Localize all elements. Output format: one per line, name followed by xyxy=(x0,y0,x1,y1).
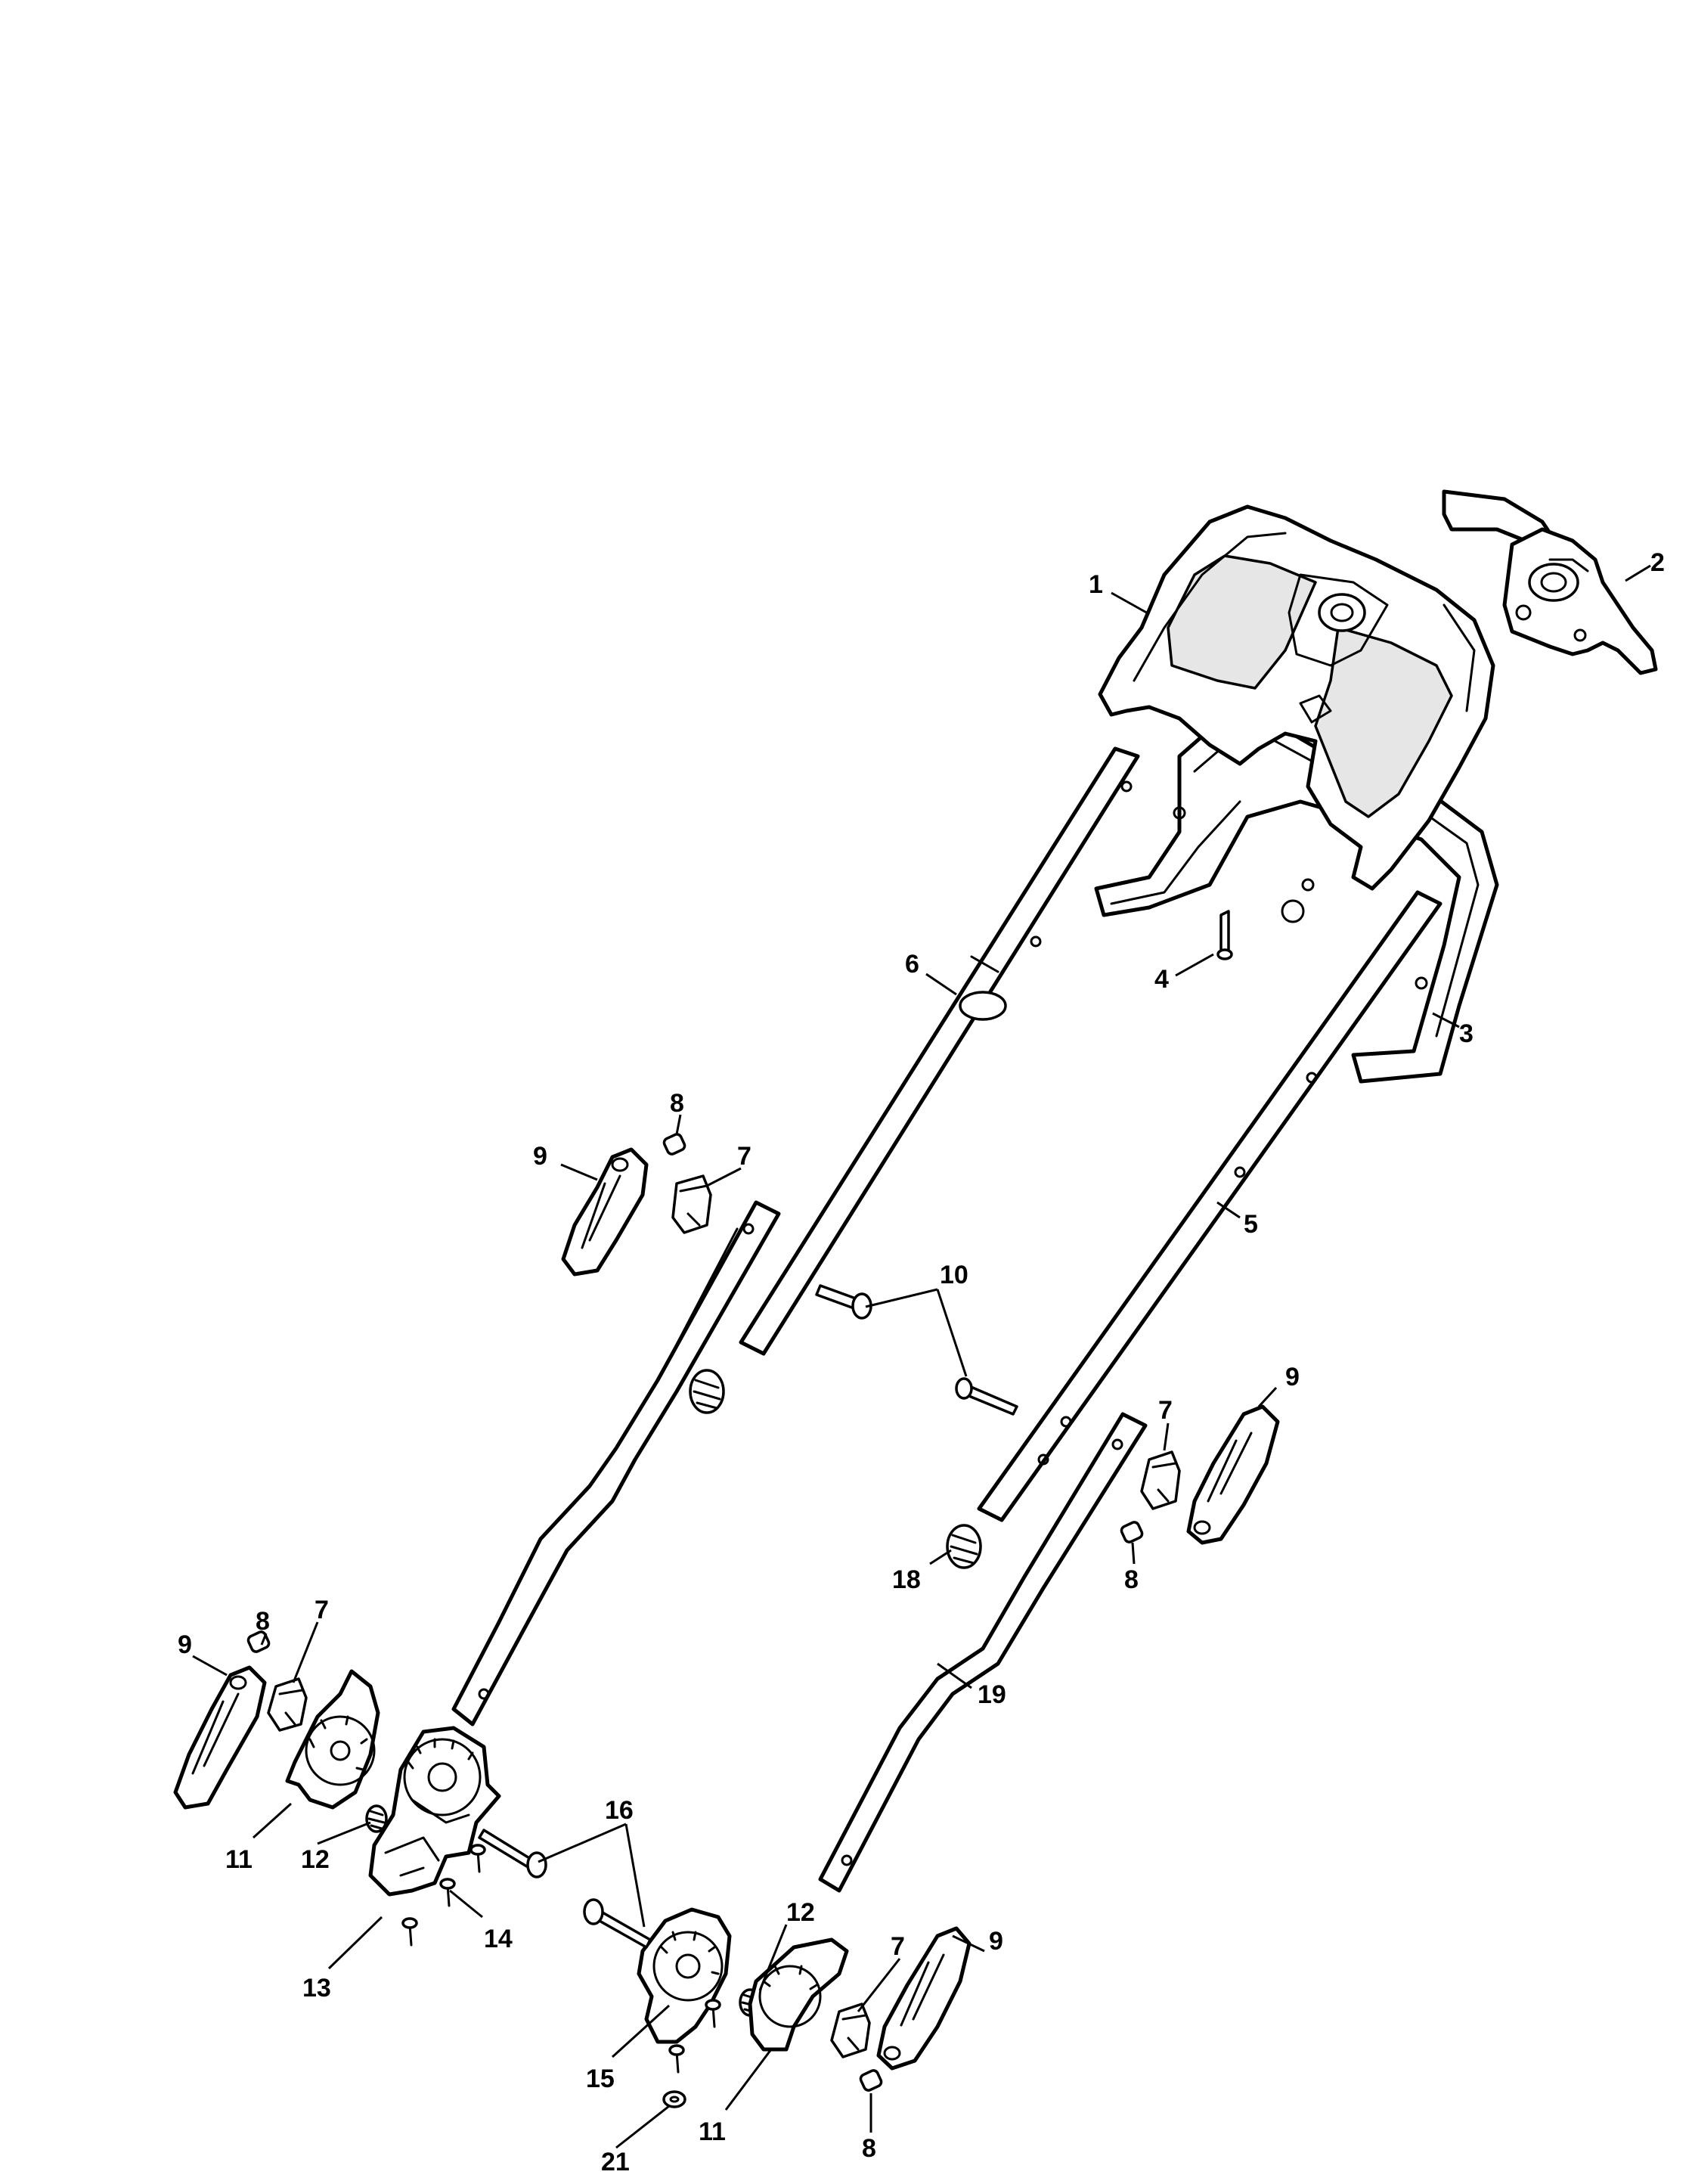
bolts-part-10 xyxy=(815,1284,1018,1416)
upper-tube-left-part-6 xyxy=(739,746,1140,1356)
height-adjuster-housing-part-15 xyxy=(637,1907,732,2044)
height-adjuster-housing-part-13 xyxy=(368,1726,501,1897)
callout-7-upper-left: 7 xyxy=(737,1142,751,1171)
clamp-lever-part-9-lower-right xyxy=(876,1926,972,2071)
callout-9-lower-right: 9 xyxy=(989,1927,1003,1956)
clamp-lever-part-9-upper-left xyxy=(561,1147,649,1277)
callout-8-right: 8 xyxy=(1124,1565,1139,1594)
screw-part-14-b xyxy=(439,1878,456,1907)
nut-part-8-right xyxy=(1120,1521,1144,1543)
lower-tube-left xyxy=(451,1200,781,1726)
gear-cover-part-11-left xyxy=(285,1669,380,1810)
gear-cover-part-11-right xyxy=(748,1937,849,2052)
callout-15: 15 xyxy=(586,2065,615,2093)
screw-part-4 xyxy=(1216,910,1233,960)
screw-part-14-c xyxy=(401,1917,418,1947)
callout-12-left: 12 xyxy=(301,1845,330,1874)
callout-19: 19 xyxy=(978,1680,1006,1709)
callout-6: 6 xyxy=(905,950,919,979)
callout-11-left: 11 xyxy=(225,1845,253,1874)
callout-9-right: 9 xyxy=(1285,1363,1300,1391)
washer-part-21 xyxy=(662,2090,686,2108)
nut-part-8-upper-left xyxy=(662,1133,686,1156)
callout-16: 16 xyxy=(605,1796,634,1825)
callout-7-lower-right: 7 xyxy=(891,1932,905,1961)
clip-part-7-lower-right xyxy=(830,2003,871,2058)
callout-12-right: 12 xyxy=(786,1898,815,1927)
callout-9-lower-left: 9 xyxy=(178,1630,192,1659)
callout-18: 18 xyxy=(892,1565,921,1594)
callout-5: 5 xyxy=(1244,1210,1258,1239)
leader-lines xyxy=(192,564,1651,2149)
callout-9-upper-left: 9 xyxy=(533,1142,547,1171)
callout-10: 10 xyxy=(940,1261,968,1289)
nut-part-8-lower-right xyxy=(859,2069,883,2092)
lower-tube-right-part-19 xyxy=(818,1412,1148,1893)
callout-21: 21 xyxy=(601,2148,630,2176)
callout-4: 4 xyxy=(1154,965,1169,994)
clip-part-7-right xyxy=(1140,1450,1181,1510)
callout-2: 2 xyxy=(1650,548,1665,577)
callout-8-lower-right: 8 xyxy=(862,2134,876,2163)
callout-8-lower-left: 8 xyxy=(256,1607,270,1636)
callout-1: 1 xyxy=(1089,570,1103,599)
clip-part-7-lower-left xyxy=(267,1677,308,1732)
switch-box-bail-part-2 xyxy=(1442,489,1658,675)
screw-part-14-a xyxy=(469,1844,486,1873)
screw-part-14-d xyxy=(705,1999,721,2028)
axle-bolt-part-16-upper xyxy=(478,1829,547,1878)
upper-tube-right-part-5 xyxy=(977,890,1443,1522)
axle-bolt-part-16-lower xyxy=(583,1898,652,1949)
spring-upper-left xyxy=(689,1369,725,1414)
callout-11-right: 11 xyxy=(699,2117,726,2146)
callout-7-lower-left: 7 xyxy=(315,1596,329,1624)
clamp-lever-part-9-right xyxy=(1186,1404,1280,1545)
clip-part-7-upper-left xyxy=(671,1174,712,1234)
callout-14: 14 xyxy=(484,1925,513,1953)
upper-handle-part-1 xyxy=(1098,504,1495,891)
callout-3: 3 xyxy=(1459,1019,1474,1048)
spring-part-12-left xyxy=(365,1804,388,1833)
callout-labels: 1 2 3 4 5 6 7 7 7 7 8 8 8 8 9 9 9 9 10 1… xyxy=(178,548,1665,2176)
callout-7-right: 7 xyxy=(1158,1396,1173,1425)
callout-8-upper-left: 8 xyxy=(670,1089,684,1118)
callout-13: 13 xyxy=(302,1974,331,2003)
screw-part-14-e xyxy=(668,2044,685,2074)
clamp-lever-part-9-lower-left xyxy=(173,1665,267,1810)
spring-part-18 xyxy=(946,1524,982,1569)
